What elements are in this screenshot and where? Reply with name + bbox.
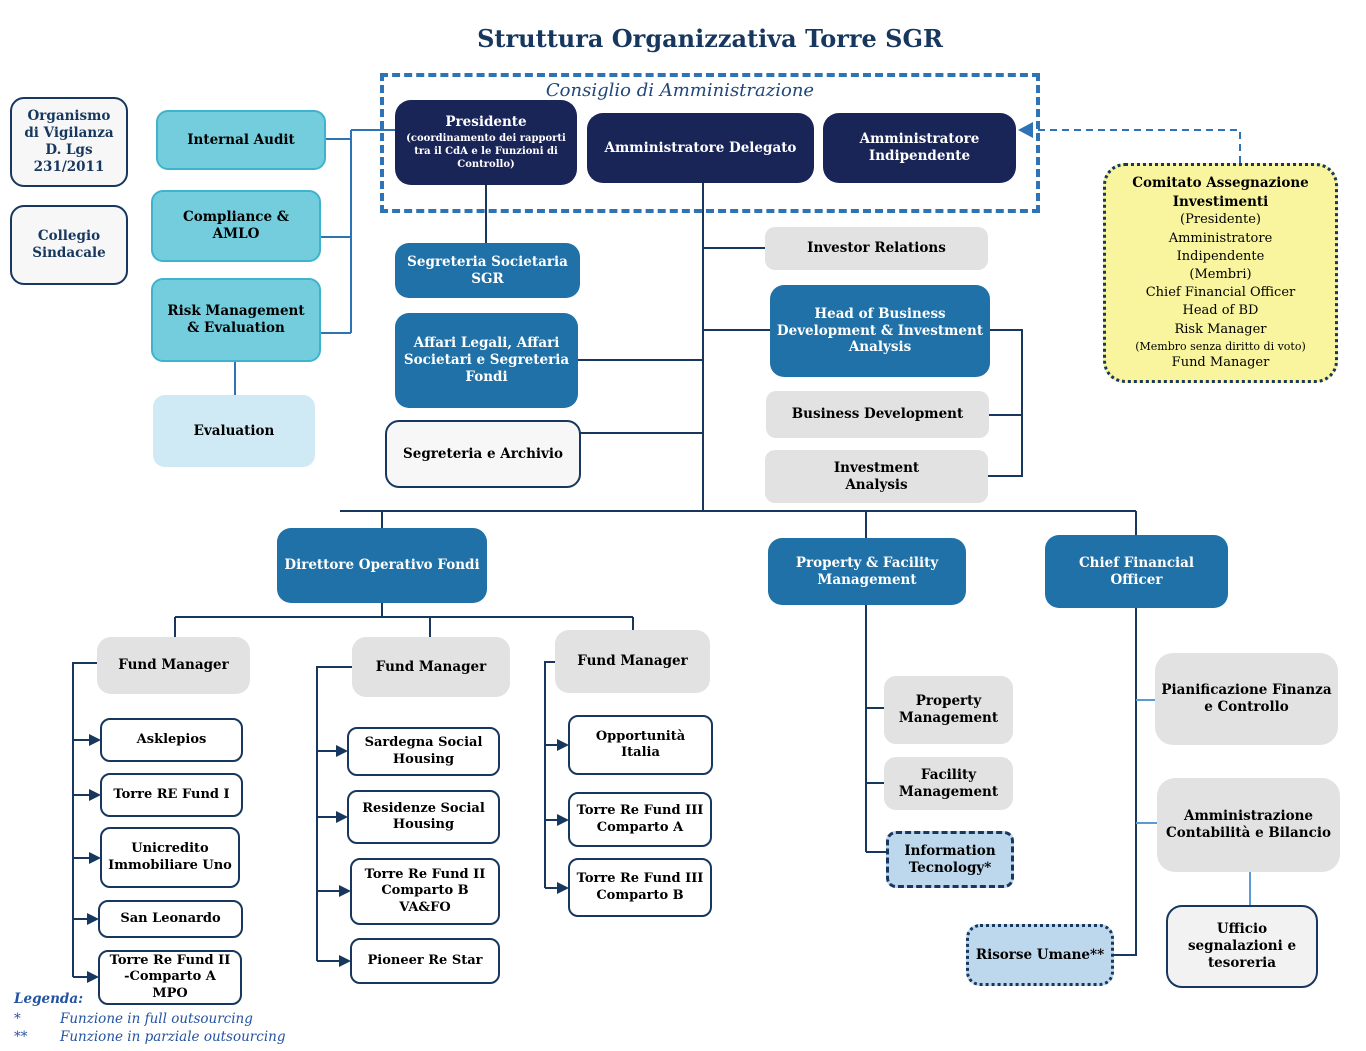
node-head-business-development: Head of Business Development & Investmen… [770, 285, 990, 377]
node-fund-torre-re-i: Torre RE Fund I [100, 773, 243, 817]
presidente-subtitle: (coordinamento dei rapporti tra il CdA e… [406, 133, 566, 171]
legend-row-full-outsourcing: * Funzione in full outsourcing [14, 1011, 285, 1027]
legend-title: Legenda: [14, 991, 84, 1007]
node-fund-manager-2: Fund Manager [352, 637, 510, 697]
node-amministrazione: Amministrazione Contabilità e Bilancio [1157, 778, 1340, 872]
node-segreteria-archivio: Segreteria e Archivio [385, 420, 581, 488]
node-amministratore-delegato: Amministratore Delegato [587, 113, 814, 183]
node-business-development: Business Development [766, 391, 989, 438]
node-direttore-operativo: Direttore Operativo Fondi [277, 528, 487, 603]
node-facility-management: Facility Management [884, 757, 1013, 810]
node-fund-unicredito: Unicredito Immobiliare Uno [100, 827, 240, 888]
node-investment-analysis: Investment Analysis [765, 450, 988, 503]
steel-connectors [234, 129, 395, 395]
legend-double-star-symbol: ** [14, 1029, 28, 1045]
node-risk-management: Risk Management & Evaluation [151, 278, 321, 362]
node-fund-pioneer: Pioneer Re Star [350, 938, 500, 984]
node-organismo-vigilanza: Organismo di Vigilanza D. Lgs 231/2011 [10, 97, 128, 187]
comitato-arrow [1018, 122, 1241, 163]
node-fund-manager-3: Fund Manager [555, 630, 710, 693]
node-segreteria-societaria: Segreteria Societaria SGR [395, 243, 580, 298]
node-pianificazione: Pianificazione Finanza e Controllo [1155, 653, 1338, 745]
node-evaluation: Evaluation [153, 395, 315, 467]
node-fund-sardegna: Sardegna Social Housing [347, 727, 500, 776]
node-compliance-amlo: Compliance & AMLO [151, 190, 321, 262]
legend-star-symbol: * [14, 1011, 21, 1027]
node-fund-san-leonardo: San Leonardo [98, 900, 243, 938]
node-fund-manager-1: Fund Manager [97, 637, 250, 694]
node-fund-torre-ii-b: Torre Re Fund II Comparto B VA&FO [350, 858, 500, 925]
legend: Legenda: * Funzione in full outsourcing *… [14, 991, 285, 1045]
node-property-facility: Property & Facility Management [768, 538, 966, 605]
node-fund-residenze: Residenze Social Housing [347, 790, 500, 844]
board-frame [380, 73, 1040, 213]
legend-double-star-text: Funzione in parziale outsourcing [60, 1029, 286, 1045]
board-label: Consiglio di Amministrazione [545, 80, 815, 101]
node-presidente: Presidente (coordinamento dei rapporti t… [395, 100, 577, 185]
node-amministratore-indipendente: Amministratore Indipendente [823, 113, 1016, 183]
node-cfo: Chief Financial Officer [1045, 535, 1228, 608]
node-fund-torre-ii-a: Torre Re Fund II -Comparto A MPO [98, 950, 242, 1005]
node-fund-torre-iii-a: Torre Re Fund III Comparto A [568, 792, 712, 847]
fund-arrowheads [87, 734, 569, 983]
node-fund-asklepios: Asklepios [100, 718, 243, 762]
node-internal-audit: Internal Audit [156, 110, 326, 170]
node-collegio-sindacale: Collegio Sindacale [10, 205, 128, 285]
node-comitato-investimenti: Comitato Assegnazione Investimenti (Pres… [1103, 163, 1338, 383]
node-affari-legali: Affari Legali, Affari Societari e Segret… [395, 313, 578, 408]
node-fund-opportunita: Opportunità Italia [568, 715, 713, 775]
navy-connectors [72, 183, 1137, 978]
page-title: Struttura Organizzativa Torre SGR [477, 24, 943, 53]
legend-star-text: Funzione in full outsourcing [60, 1011, 253, 1027]
comitato-note: (Membro senza diritto di voto) [1135, 339, 1306, 353]
light-blue-connectors [1136, 699, 1251, 905]
presidente-title: Presidente [445, 113, 527, 130]
node-ufficio-segnalazioni: Ufficio segnalazioni e tesoreria [1166, 905, 1318, 988]
node-information-technology: Information Tecnology* [886, 831, 1014, 888]
node-property-management: Property Management [884, 676, 1013, 744]
node-fund-torre-iii-b: Torre Re Fund III Comparto B [568, 858, 712, 917]
node-investor-relations: Investor Relations [765, 227, 988, 270]
node-risorse-umane: Risorse Umane** [966, 924, 1114, 986]
legend-row-partial-outsourcing: ** Funzione in parziale outsourcing [14, 1029, 285, 1045]
comitato-title: Comitato Assegnazione Investimenti [1132, 174, 1309, 210]
comitato-members: (Presidente) Amministratore Indipendente… [1145, 212, 1296, 337]
comitato-fund-manager: Fund Manager [1171, 355, 1270, 371]
